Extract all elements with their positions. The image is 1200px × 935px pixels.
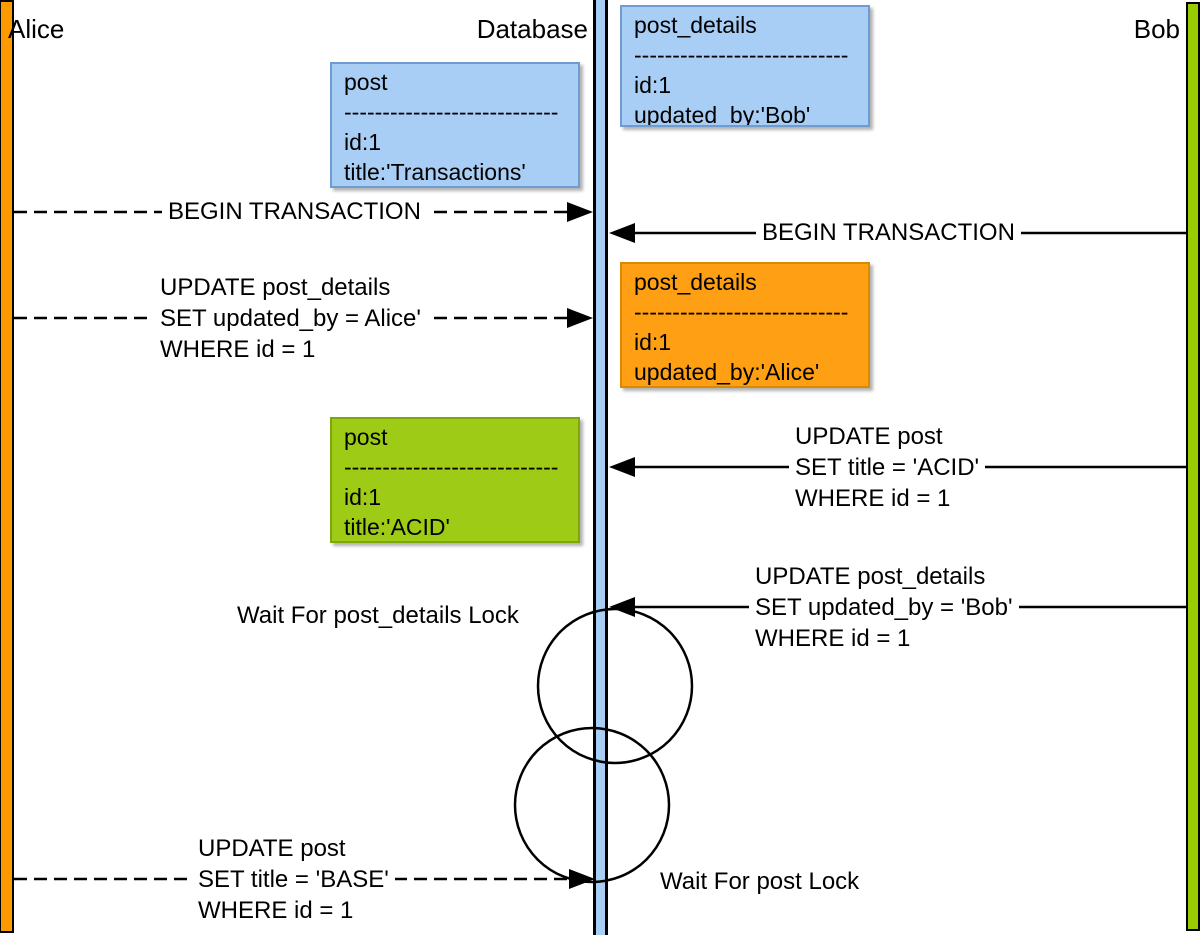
message-line: WHERE id = 1	[795, 485, 951, 512]
state-box-table-name: post	[344, 69, 388, 95]
alice-update-details-arrowhead-icon	[567, 308, 593, 328]
message-alice-begin-transaction: BEGIN TRANSACTION	[162, 196, 427, 227]
bob-lifeline-bar	[1186, 2, 1200, 931]
alice-update-post-arrowhead-icon	[569, 869, 595, 889]
state-box-row: id:1	[344, 484, 382, 510]
state-box-separator: ----------------------------	[344, 454, 559, 480]
bob-update-post-arrowhead-icon	[609, 457, 635, 477]
message-line: WHERE id = 1	[755, 625, 911, 652]
state-box-table-name: post_details	[634, 269, 757, 295]
state-box-row: updated_by:'Bob'	[634, 102, 811, 127]
state-box-post-details-bob: post_details ---------------------------…	[620, 5, 870, 127]
state-box-separator: ----------------------------	[634, 299, 849, 325]
state-box-row: updated_by:'Alice'	[634, 359, 820, 385]
state-box-post-transactions: post ---------------------------- id:1 t…	[330, 62, 580, 188]
state-box-row: title:'Transactions'	[344, 159, 526, 185]
deadlock-wait-circle-top	[536, 607, 694, 765]
message-line: SET updated_by = 'Bob'	[755, 594, 1013, 621]
message-line: WHERE id = 1	[198, 897, 354, 924]
database-lifeline-bar	[593, 0, 608, 935]
state-box-row: title:'ACID'	[344, 514, 450, 540]
state-box-row: id:1	[634, 329, 672, 355]
state-box-table-name: post	[344, 424, 388, 450]
message-bob-begin-transaction: BEGIN TRANSACTION	[756, 217, 1021, 248]
alice-label: Alice	[8, 14, 65, 44]
alice-lifeline-bar	[0, 0, 14, 933]
message-alice-update-post-details: UPDATE post_details SET updated_by = Ali…	[154, 272, 427, 365]
message-bob-update-post-details: UPDATE post_details SET updated_by = 'Bo…	[749, 561, 1019, 654]
message-line: SET updated_by = Alice'	[160, 305, 421, 332]
deadlock-wait-circle-bottom	[513, 726, 671, 884]
message-line: UPDATE post	[795, 423, 943, 450]
message-bob-update-post: UPDATE post SET title = 'ACID' WHERE id …	[789, 421, 986, 514]
alice-begin-arrowhead-icon	[567, 202, 593, 222]
state-box-separator: ----------------------------	[344, 99, 559, 125]
message-line: SET title = 'BASE'	[198, 866, 389, 893]
bob-begin-arrowhead-icon	[609, 223, 635, 243]
message-line: UPDATE post_details	[160, 274, 391, 301]
database-label: Database	[476, 14, 588, 44]
state-box-row: id:1	[634, 72, 672, 98]
message-line: UPDATE post_details	[755, 563, 986, 590]
message-line: BEGIN TRANSACTION	[168, 198, 421, 225]
state-box-post-details-alice: post_details ---------------------------…	[620, 262, 870, 388]
state-box-row: id:1	[344, 129, 382, 155]
state-box-separator: ----------------------------	[634, 42, 849, 68]
message-line: SET title = 'ACID'	[795, 454, 980, 481]
message-line: WHERE id = 1	[160, 336, 316, 363]
message-alice-update-post: UPDATE post SET title = 'BASE' WHERE id …	[192, 833, 395, 926]
wait-for-post-details-lock-label: Wait For post_details Lock	[237, 602, 519, 629]
state-box-post-acid: post ---------------------------- id:1 t…	[330, 417, 580, 543]
message-line: UPDATE post	[198, 835, 346, 862]
message-line: BEGIN TRANSACTION	[762, 219, 1015, 246]
bob-label: Bob	[1133, 14, 1180, 44]
state-box-table-name: post_details	[634, 12, 757, 38]
wait-for-post-lock-label: Wait For post Lock	[660, 868, 860, 895]
bob-update-details-arrowhead-icon	[609, 597, 635, 617]
